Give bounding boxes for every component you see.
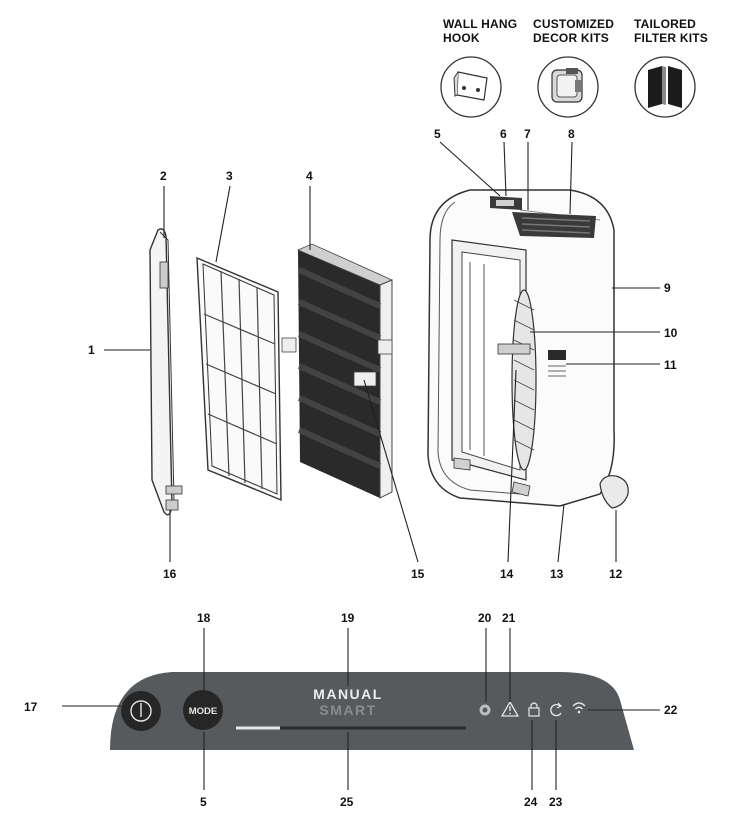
callout-16: 16: [163, 567, 177, 581]
mode-button[interactable]: MODE: [183, 690, 223, 730]
callout-8: 8: [568, 127, 575, 141]
callout-17: 17: [24, 700, 38, 714]
callout-10: 10: [664, 326, 678, 340]
callout-4: 4: [306, 169, 313, 183]
callout-2: 2: [160, 169, 167, 183]
filter-kit-icon: [634, 56, 696, 118]
lock-icon: [528, 702, 540, 717]
pre-filter: [196, 256, 282, 502]
panel-leader-lines: [62, 628, 660, 790]
callout-22: 22: [664, 703, 678, 717]
callout-21: 21: [502, 611, 516, 625]
callout-6: 6: [500, 127, 507, 141]
callout-18: 18: [197, 611, 211, 625]
wall-hang-hook-label: WALL HANG HOOK: [443, 17, 518, 45]
callout-5-top: 5: [434, 127, 441, 141]
callout-25: 25: [340, 795, 354, 809]
callout-20: 20: [478, 611, 492, 625]
manual-mode-label: MANUAL: [313, 686, 383, 702]
callout-3: 3: [226, 169, 233, 183]
refresh-icon: [550, 702, 563, 717]
callout-13: 13: [550, 567, 564, 581]
main-filter: [281, 243, 394, 499]
wifi-icon: [572, 702, 586, 714]
callout-24: 24: [524, 795, 538, 809]
tailored-filter-kits-label: TAILORED FILTER KITS: [634, 17, 708, 45]
smart-mode-label: SMART: [319, 702, 376, 718]
leader-lines: [104, 141, 660, 563]
callout-5-bottom: 5: [200, 795, 207, 809]
callout-11: 11: [664, 358, 677, 372]
callout-12: 12: [609, 567, 623, 581]
filter-indicator-icon: [479, 704, 491, 716]
warning-icon: [500, 700, 520, 717]
customized-decor-kits-label: CUSTOMIZED DECOR KITS: [533, 17, 615, 45]
callout-19: 19: [341, 611, 355, 625]
callout-9: 9: [664, 281, 671, 295]
callout-7: 7: [524, 127, 531, 141]
front-panel: [149, 228, 183, 516]
callout-14: 14: [500, 567, 514, 581]
decor-kit-icon: [537, 56, 599, 118]
control-panel: [110, 672, 634, 750]
power-button[interactable]: [121, 691, 161, 731]
purifier-body: [427, 189, 629, 509]
wall-hook-icon: [440, 56, 502, 118]
callout-1: 1: [88, 343, 95, 357]
callout-15: 15: [411, 567, 425, 581]
mode-label: MODE: [189, 706, 218, 717]
callout-23: 23: [549, 795, 563, 809]
